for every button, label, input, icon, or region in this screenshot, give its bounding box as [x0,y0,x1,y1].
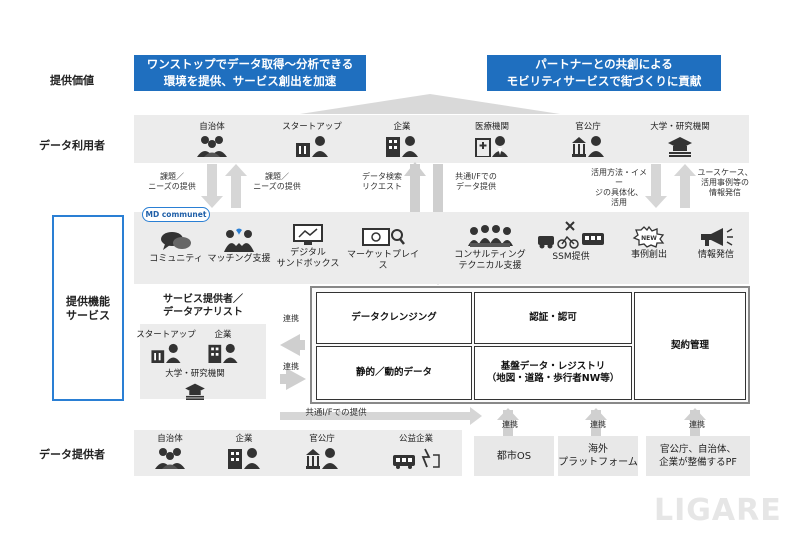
provider-municipality: 自治体 [130,432,210,469]
roof-shape [300,94,560,114]
platform-overseas: 海外 プラットフォーム [558,436,638,476]
megaphone-icon [701,228,733,246]
services-label-line1: 提供機能 [66,295,110,308]
user-university: 大学・研究機関 [640,120,720,157]
user-hospital: 医療機関 [452,120,532,157]
value-banner-left: ワンストップでデータ取得～分析できる 環境を提供、サービス創出を加速 [134,55,366,91]
user-municipality: 自治体 [172,120,252,157]
company-building-icon [386,136,418,157]
platform-city-os: 都市OS [474,436,554,476]
university-icon [668,137,692,157]
platform-gov: 官公庁、自治体、 企業が整備するPF [646,436,750,476]
watermark-logo: LIGARE [654,493,782,528]
row-label-value: 提供価値 [50,74,94,87]
note-usage: 活用方法・イメージの具体化、活用 [591,168,647,207]
service-consulting: コンサルティング テクニカル支援 [454,224,526,272]
note-usecases: ユースケース、活用事例等の情報発信 [697,168,753,197]
svg-text:NEW: NEW [641,235,657,242]
service-case-creation: NEW 事例創出 [616,226,682,261]
link-label-2: 連携 [283,362,299,371]
box-cleansing: データクレンジング [316,292,472,344]
community-chat-icon [161,232,191,250]
link-label-p3: 連携 [689,420,705,429]
ssm-vehicles-icon [538,221,604,249]
note-issues-2: 課題／ニーズの提供 [253,172,301,191]
value-banner-right: パートナーとの共創による モビリティサービスで街づくりに貢献 [487,55,721,91]
sandbox-monitor-icon [293,224,323,245]
service-sandbox: デジタル サンドボックス [276,224,340,270]
common-if-label: 共通I/Fでの提供 [305,408,367,418]
note-common-if: 共通I/Fでのデータ提供 [455,172,497,191]
analyst-startup: スタートアップ [136,328,196,363]
row-label-providers: データ提供者 [39,448,105,461]
banner-left-line2: 環境を提供、サービス創出を加速 [163,74,337,88]
service-ssm: SSM提供 [534,220,608,263]
startup-person-icon [151,343,181,363]
startup-person-icon [296,136,328,157]
service-matching: マッチング支援 [206,226,272,265]
link-label-p2: 連携 [590,420,606,429]
government-building-icon [306,448,338,469]
banner-right-line2: モビリティサービスで街づくりに貢献 [506,74,702,88]
analyst-title: サービス提供者／ データアナリスト [163,294,243,318]
marketplace-search-icon [362,228,405,246]
new-badge-icon: NEW [632,226,665,248]
banner-left-line1: ワンストップでデータ取得～分析できる [146,57,354,71]
box-static-dynamic: 静的／動的データ [316,346,472,400]
row-label-users: データ利用者 [39,139,105,152]
government-building-icon [572,136,604,157]
people-group-icon [197,136,227,157]
hospital-doctor-icon [475,136,508,157]
box-contract: 契約管理 [634,292,746,400]
provider-utility: 公益企業 [376,432,456,469]
service-marketplace: マーケットプレイス [346,226,420,272]
people-group-icon [155,448,185,469]
user-government: 官公庁 [548,120,628,157]
user-startup: スタートアップ [272,120,352,157]
providers-band [134,430,462,476]
analyst-university: 大学・研究機関 [160,367,230,400]
company-building-icon [228,448,260,469]
analyst-company: 企業 [198,328,248,363]
university-icon [185,383,205,400]
provider-company: 企業 [204,432,284,469]
consulting-meeting-icon [468,225,513,247]
services-label-line2: サービス [66,309,110,322]
service-info: 情報発信 [684,226,748,261]
note-issues-1: 課題／ニーズの提供 [148,172,196,191]
box-auth: 認証・認可 [474,292,632,344]
banner-right-line1: パートナーとの共創による [535,57,673,71]
note-search: データ検索リクエスト [362,172,402,191]
md-communet-badge: MD communet [142,207,210,222]
utility-icon [393,448,440,469]
services-label-box [52,215,124,401]
matching-handshake-icon [224,228,254,252]
box-registry: 基盤データ・レジストリ （地図・道路・歩行者NW等） [474,346,632,400]
users-band [134,115,749,163]
service-community: コミュニティ [146,230,206,265]
company-building-icon [208,343,238,363]
link-label-1: 連携 [283,314,299,323]
link-label-p1: 連携 [502,420,518,429]
user-company: 企業 [362,120,442,157]
row-label-services: 提供機能 サービス [52,295,124,323]
provider-government: 官公庁 [282,432,362,469]
